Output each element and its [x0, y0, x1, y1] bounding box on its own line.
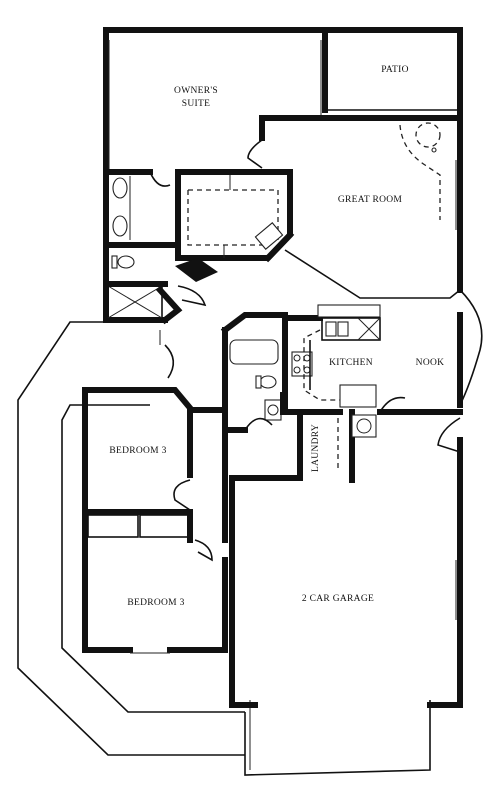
owners-bath [105, 176, 168, 319]
kitchen-walls [282, 304, 463, 415]
angled-hall [155, 230, 461, 325]
patio-outline [322, 27, 463, 118]
bedroom-walls [82, 330, 228, 654]
owners-suite-label-line1: OWNER'S [174, 86, 218, 96]
hall-bath [220, 312, 288, 433]
bedroom-upper-label: BEDROOM 3 [109, 446, 166, 456]
laundry-room [229, 409, 377, 483]
great-room-features [399, 122, 441, 220]
bedroom-lower-label: BEDROOM 3 [127, 598, 184, 608]
owners-suite-label-line2: SUITE [182, 99, 210, 109]
owners-suite-walls [103, 27, 328, 323]
nook-label: NOOK [416, 358, 445, 368]
patio-label: PATIO [381, 65, 409, 75]
kitchen-label: KITCHEN [329, 358, 373, 368]
great-room-label: GREAT ROOM [338, 195, 403, 205]
garage-walls [229, 417, 463, 708]
great-room-walls [247, 115, 483, 408]
laundry-label: LAUNDRY [311, 424, 321, 472]
garage-label: 2 CAR GARAGE [302, 594, 374, 604]
